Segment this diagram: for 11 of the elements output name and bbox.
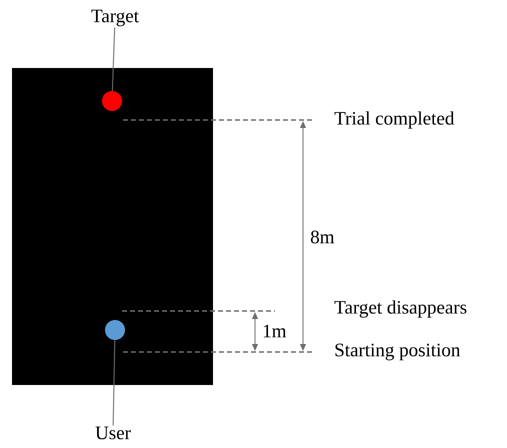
- event-label: Starting position: [335, 344, 460, 360]
- leader-line: [112, 26, 116, 92]
- leader-line: [112, 340, 116, 426]
- dot: [105, 320, 125, 340]
- point-label: User: [95, 426, 131, 440]
- dot: [102, 91, 122, 111]
- point-label: Target: [91, 10, 139, 26]
- dimension-label: 1m: [264, 324, 286, 338]
- dimension-label: 8m: [310, 230, 334, 244]
- event-label: Trial completed: [334, 111, 454, 129]
- event-label: Target disappears: [334, 300, 466, 318]
